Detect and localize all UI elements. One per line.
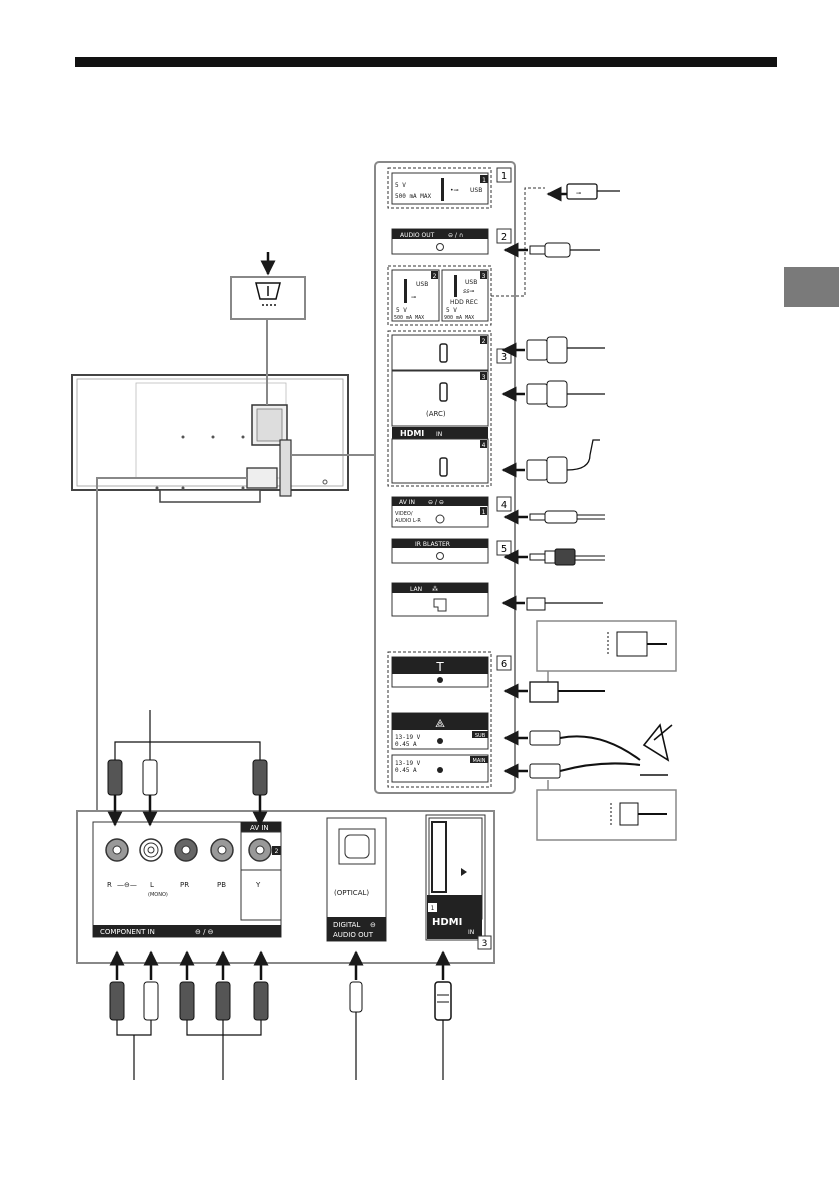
usb1-number: 1 [482, 177, 486, 184]
svg-text:900 mA MAX: 900 mA MAX [444, 315, 474, 321]
antenna-ports: T ⟁ 13-19 V 0.45 A SUB 13-19 V 0.45 A MA… [387, 651, 512, 788]
hdmi-ports: 2 3 4 (ARC) HDMI IN 3 [387, 330, 512, 487]
svg-text:—⊖—: —⊖— [117, 881, 137, 889]
tv-rear-view [71, 319, 378, 810]
svg-text:5: 5 [501, 544, 507, 555]
audio-out-label: AUDIO OUT [400, 232, 435, 239]
svg-text:IN: IN [468, 929, 474, 936]
svg-text:DIGITAL: DIGITAL [333, 921, 360, 929]
svg-text:IR BLASTER: IR BLASTER [415, 541, 450, 548]
svg-text:HDMI: HDMI [400, 429, 424, 438]
group-number-2: 2 [501, 232, 507, 243]
svg-text:5 V: 5 V [446, 307, 457, 314]
svg-text:L: L [150, 881, 154, 889]
svg-text:ss⊸: ss⊸ [463, 288, 474, 295]
svg-text:⊸: ⊸ [576, 190, 581, 197]
audio-out-port: AUDIO OUT ⊖ / ∩ 2 [391, 228, 512, 255]
svg-text:⊸: ⊸ [411, 294, 416, 301]
svg-text:COMPONENT IN: COMPONENT IN [100, 928, 155, 936]
usb1-voltage: 5 V [395, 182, 406, 189]
group-number-1: 1 [501, 171, 507, 182]
svg-text:VIDEO/: VIDEO/ [395, 511, 413, 517]
av-in-port: AV IN ⊖ / ⊖ 1 VIDEO/ AUDIO L-R 4 [391, 496, 512, 528]
svg-text:⊖: ⊖ [370, 921, 376, 929]
svg-text:⊖ / ⊖: ⊖ / ⊖ [195, 928, 214, 936]
svg-text:3: 3 [482, 374, 486, 381]
svg-text:⁂: ⁂ [432, 586, 438, 593]
top-rca-cables [107, 710, 268, 827]
svg-text:T: T [435, 660, 444, 674]
usb-port-1: 1 5 V 500 mA MAX USB •⊸ 1 [387, 167, 512, 209]
side-tab [784, 267, 839, 307]
svg-text:13-19 V: 13-19 V [395, 760, 421, 767]
svg-text:⊖ / ⊖: ⊖ / ⊖ [428, 499, 444, 506]
svg-text:(MONO): (MONO) [148, 892, 168, 898]
svg-text:4: 4 [501, 500, 507, 511]
svg-text:3: 3 [501, 352, 507, 363]
svg-text:HDD REC: HDD REC [450, 299, 478, 306]
svg-text:Y: Y [255, 881, 261, 889]
svg-text:AUDIO L-R: AUDIO L-R [395, 518, 421, 524]
svg-text:2: 2 [482, 338, 486, 345]
svg-text:⟁: ⟁ [435, 717, 445, 730]
svg-text:R: R [107, 881, 112, 889]
svg-text:USB: USB [465, 279, 477, 286]
svg-text:⊖ / ∩: ⊖ / ∩ [448, 232, 463, 239]
svg-text:MAIN: MAIN [473, 758, 486, 764]
svg-text:AV IN: AV IN [250, 824, 269, 832]
svg-text:500 mA MAX: 500 mA MAX [394, 315, 424, 321]
svg-text:13-19 V: 13-19 V [395, 734, 421, 741]
svg-text:1: 1 [482, 509, 486, 516]
usb1-current: 500 mA MAX [395, 193, 432, 200]
svg-text:LAN: LAN [410, 586, 422, 593]
svg-text:•⊸: •⊸ [450, 187, 459, 194]
svg-text:IN: IN [436, 431, 442, 438]
svg-text:AV IN: AV IN [399, 499, 415, 506]
svg-text:5 V: 5 V [396, 307, 407, 314]
svg-text:4: 4 [482, 442, 486, 449]
bottom-cables [109, 950, 452, 1080]
svg-text:SUB: SUB [475, 733, 486, 739]
lower-panel: COMPONENT IN ⊖ / ⊖ AV IN ⊖ 2 R —⊖— L (MO… [76, 810, 495, 964]
right-cables: ⊸ [501, 183, 677, 841]
svg-text:3: 3 [482, 273, 486, 280]
usb-port-2-3: 2 3 USB ⊸ 5 V 500 mA MAX USB ss⊸ HDD REC… [387, 187, 545, 326]
svg-text:(OPTICAL): (OPTICAL) [334, 889, 369, 897]
ir-blaster-port: IR BLASTER 5 [391, 538, 512, 564]
svg-text:0.45 A: 0.45 A [395, 741, 417, 748]
svg-text:1: 1 [431, 905, 435, 912]
svg-text:2: 2 [275, 848, 279, 855]
svg-text:0.45 A: 0.45 A [395, 767, 417, 774]
svg-text:AUDIO OUT: AUDIO OUT [333, 931, 374, 939]
svg-text:2: 2 [433, 273, 437, 280]
usb1-label: USB [470, 187, 482, 194]
side-panel: 1 5 V 500 mA MAX USB •⊸ 1 AUDIO OUT ⊖ / … [374, 161, 545, 794]
svg-text:PR: PR [180, 881, 189, 889]
svg-text:6: 6 [501, 659, 507, 670]
cover-icon [230, 252, 306, 320]
header-bar [75, 57, 777, 67]
svg-text:HDMI: HDMI [432, 917, 462, 928]
lan-port: LAN ⁂ [391, 582, 489, 617]
svg-text:USB: USB [416, 281, 428, 288]
svg-text:(ARC): (ARC) [426, 410, 446, 418]
svg-text:PB: PB [217, 881, 226, 889]
svg-text:3: 3 [482, 939, 488, 949]
